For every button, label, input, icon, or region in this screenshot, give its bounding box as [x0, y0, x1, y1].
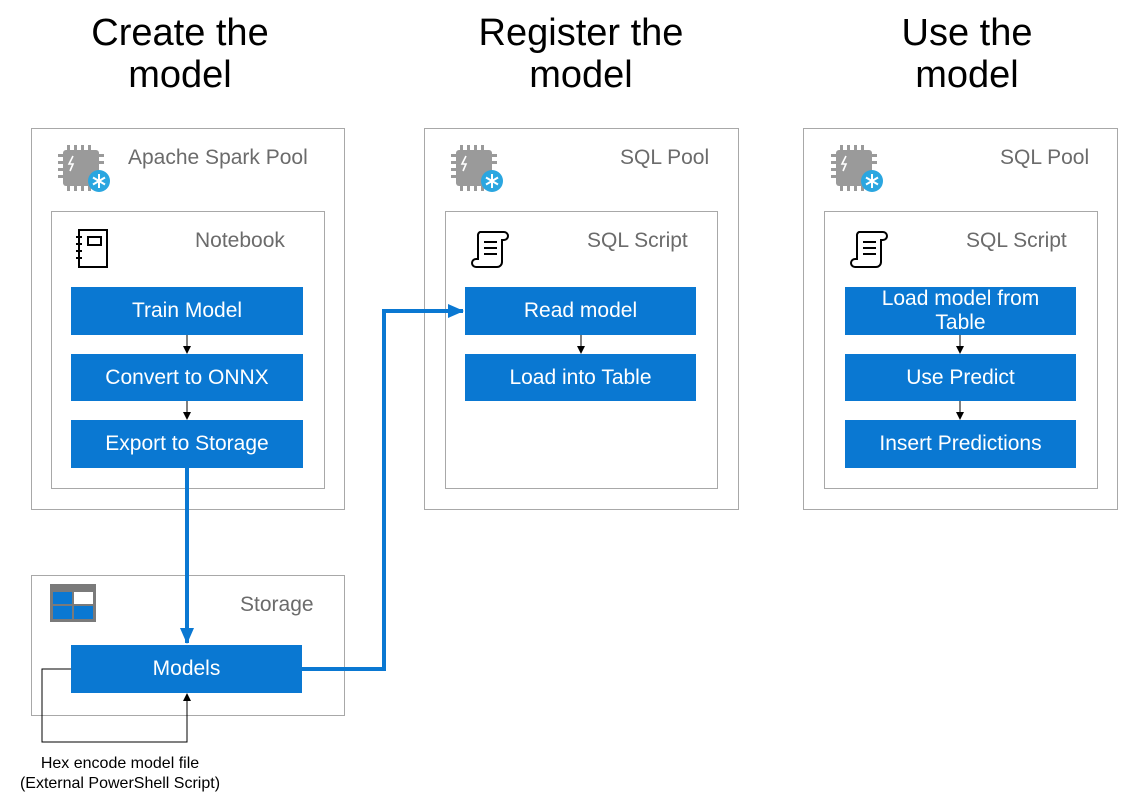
sql-pool-use-label: SQL Pool [1000, 146, 1090, 169]
sql-pool-register-label: SQL Pool [620, 146, 710, 169]
heading-register-line2: model [529, 54, 633, 96]
heading-use: Use the model [847, 12, 1087, 96]
train-model-step[interactable]: Train Model [71, 287, 303, 335]
read-model-step[interactable]: Read model [465, 287, 696, 335]
sql-script-use-label: SQL Script [966, 229, 1067, 252]
heading-create-line1: Create the [91, 12, 269, 54]
sql-script-icon [470, 228, 512, 275]
heading-use-line2: model [915, 54, 1019, 96]
notebook-label: Notebook [195, 229, 285, 252]
heading-create-line2: model [128, 54, 232, 96]
spark-pool-label: Apache Spark Pool [128, 146, 308, 169]
load-into-table-step[interactable]: Load into Table [465, 354, 696, 401]
load-model-from-table-step[interactable]: Load model from Table [845, 287, 1076, 335]
storage-icon [49, 583, 97, 628]
sql-script-use-icon [849, 228, 891, 275]
spark-pool-chip-icon [57, 144, 113, 199]
arrow-hex-encode-loop [41, 668, 191, 743]
hex-encode-caption: Hex encode model file (External PowerShe… [0, 754, 240, 794]
storage-label: Storage [240, 593, 314, 616]
export-storage-step[interactable]: Export to Storage [71, 420, 303, 468]
arrow-models-to-read [302, 304, 464, 671]
hex-encode-caption-line2: (External PowerShell Script) [19, 775, 221, 792]
sql-script-register-label: SQL Script [587, 229, 688, 252]
heading-use-line1: Use the [901, 12, 1033, 54]
notebook-icon [74, 228, 110, 275]
use-predict-step[interactable]: Use Predict [845, 354, 1076, 401]
convert-onnx-step[interactable]: Convert to ONNX [71, 354, 303, 401]
sql-pool-chip-icon [450, 144, 506, 199]
heading-create: Create the model [60, 12, 300, 96]
hex-encode-caption-line1: Hex encode model file [40, 755, 200, 772]
insert-predictions-step[interactable]: Insert Predictions [845, 420, 1076, 468]
sql-pool-use-chip-icon [830, 144, 886, 199]
heading-register: Register the model [441, 12, 721, 96]
heading-register-line1: Register the [478, 12, 684, 54]
models-step[interactable]: Models [71, 645, 302, 693]
